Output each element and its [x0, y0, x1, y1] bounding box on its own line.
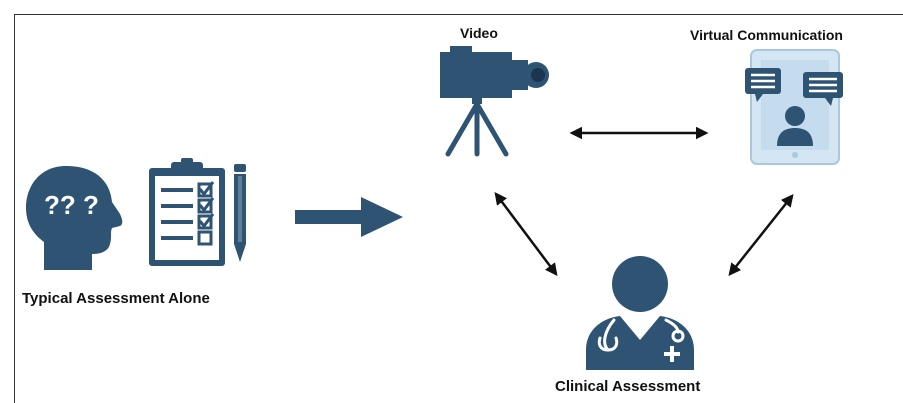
clipboard-checklist-icon	[149, 158, 225, 266]
label-clinical-assessment: Clinical Assessment	[555, 378, 701, 395]
label-video: Video	[460, 25, 498, 41]
video-camera-icon	[440, 46, 549, 157]
label-typical-assessment: Typical Assessment Alone	[22, 290, 210, 307]
frame-top-border	[14, 14, 903, 15]
tablet-chat-icon	[745, 49, 843, 165]
arrow-virtual-clinical	[728, 194, 794, 276]
right-arrow-icon	[295, 197, 403, 237]
arrow-video-clinical	[494, 192, 558, 276]
head-question-icon: ?? ?	[26, 166, 123, 270]
label-virtual-communication: Virtual Communication	[690, 27, 843, 43]
head-question-text: ?? ?	[44, 190, 99, 220]
doctor-icon	[586, 256, 694, 370]
pencil-icon	[234, 164, 246, 262]
frame-left-border	[14, 14, 15, 403]
